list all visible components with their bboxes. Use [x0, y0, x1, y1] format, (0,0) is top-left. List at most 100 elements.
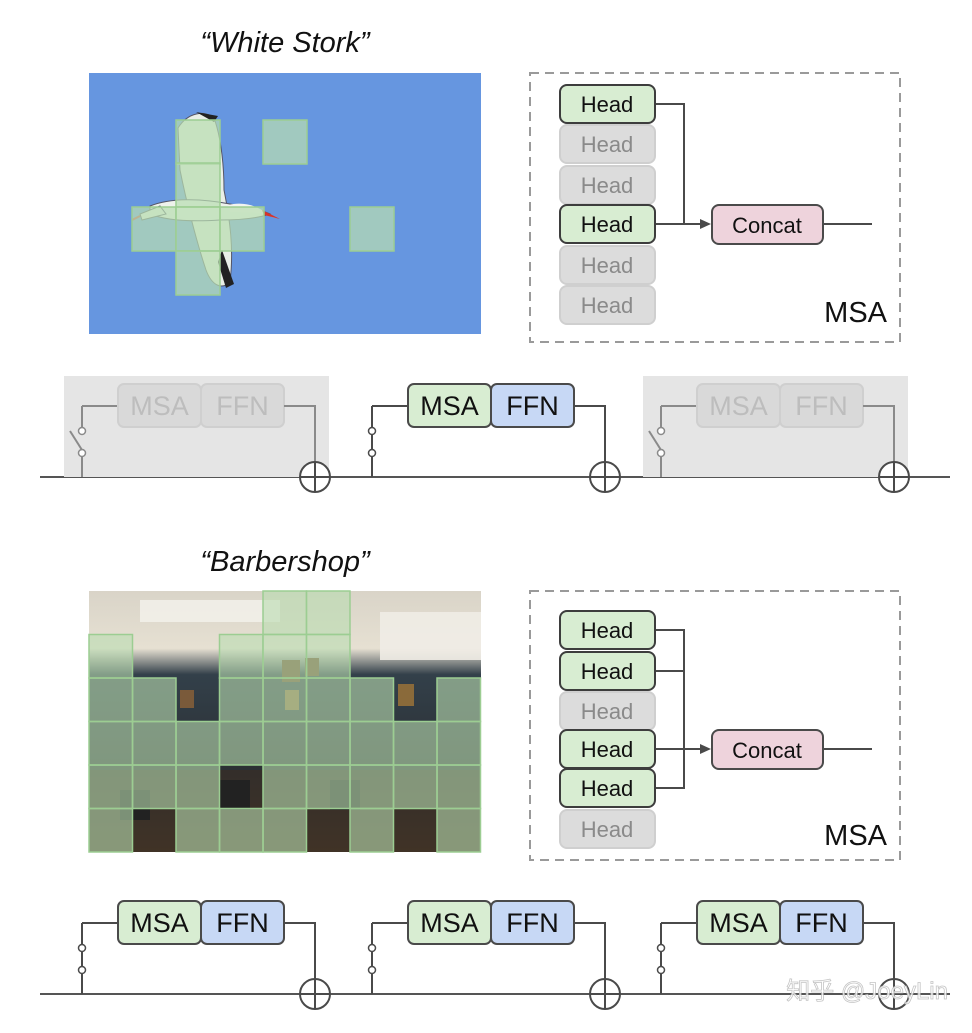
head-label: Head	[581, 737, 634, 762]
head-box: Head	[559, 729, 656, 769]
head-box: Head	[559, 245, 656, 285]
patch	[436, 720, 482, 766]
patch	[175, 720, 221, 766]
head-box: Head	[559, 691, 656, 731]
head-label: Head	[581, 293, 634, 318]
switch-contact	[77, 426, 87, 436]
transformer-block: MSA FFN	[643, 376, 910, 493]
transformer-block: MSA FFN	[367, 383, 621, 493]
switch-contact	[656, 943, 666, 953]
patch	[219, 206, 265, 252]
patch	[131, 764, 177, 810]
switch-contact	[367, 448, 377, 458]
transformer-block: MSA FFN	[77, 900, 331, 1010]
patch	[218, 677, 264, 723]
patch	[218, 807, 264, 853]
patch	[392, 764, 438, 810]
attention-patches	[131, 119, 395, 296]
patch	[262, 720, 308, 766]
patch	[349, 764, 395, 810]
patch	[262, 807, 308, 853]
switch-lever-open	[648, 430, 662, 451]
msa-panel-label: MSA	[824, 820, 888, 852]
head-label: Head	[581, 659, 634, 684]
msa-label: MSA	[130, 908, 189, 938]
switch-contact	[367, 965, 377, 975]
head-box: Head	[559, 84, 656, 124]
patch	[131, 720, 177, 766]
concat-label: Concat	[732, 738, 802, 763]
patch	[175, 162, 221, 208]
patch	[262, 119, 308, 165]
switch-contact	[77, 965, 87, 975]
patch	[88, 677, 134, 723]
msa-label: MSA	[709, 908, 768, 938]
patch	[305, 677, 351, 723]
head-connector	[656, 629, 685, 789]
switch-contact	[77, 448, 87, 458]
head-box: Head	[559, 285, 656, 325]
msa-label: MSA	[420, 908, 479, 938]
watermark: 知乎 @JoeyLin	[786, 978, 948, 1005]
patch	[131, 677, 177, 723]
patch	[175, 206, 221, 252]
patch	[436, 764, 482, 810]
caption-barbershop: “Barbershop”	[200, 546, 371, 578]
patch	[88, 720, 134, 766]
patch	[131, 206, 177, 252]
head-box: Head	[559, 768, 656, 808]
patch	[175, 764, 221, 810]
ffn-label: FFN	[216, 391, 268, 421]
caption-white-stork: “White Stork”	[200, 27, 371, 59]
patch	[175, 119, 221, 165]
head-label: Head	[581, 212, 634, 237]
switch-contact	[367, 943, 377, 953]
head-box: Head	[559, 610, 656, 650]
ffn-label: FFN	[216, 908, 268, 938]
head-label: Head	[581, 699, 634, 724]
head-box: Head	[559, 809, 656, 849]
patch	[349, 677, 395, 723]
patch	[218, 633, 264, 679]
switch-contact	[656, 965, 666, 975]
head-box: Head	[559, 165, 656, 205]
head-label: Head	[581, 92, 634, 117]
head-box: Head	[559, 651, 656, 691]
patch	[436, 677, 482, 723]
patch	[349, 807, 395, 853]
switch-lever-open	[69, 430, 83, 451]
head-label: Head	[581, 817, 634, 842]
head-label: Head	[581, 173, 634, 198]
msa-label: MSA	[420, 391, 479, 421]
patch	[262, 764, 308, 810]
ffn-label: FFN	[506, 391, 558, 421]
ffn-label: FFN	[795, 391, 847, 421]
patch	[305, 720, 351, 766]
patch	[262, 677, 308, 723]
patch	[88, 764, 134, 810]
patch	[305, 633, 351, 679]
head-label: Head	[581, 253, 634, 278]
patch	[305, 764, 351, 810]
patch	[349, 206, 395, 252]
arrow-head-icon	[700, 219, 711, 229]
ffn-label: FFN	[795, 908, 847, 938]
head-label: Head	[581, 132, 634, 157]
patch	[175, 250, 221, 296]
switch-contact	[656, 426, 666, 436]
patch	[262, 633, 308, 679]
patch	[436, 807, 482, 853]
msa-label: MSA	[709, 391, 768, 421]
transformer-block: MSA FFN	[656, 900, 910, 1010]
patch	[175, 807, 221, 853]
patch	[88, 633, 134, 679]
head-connector	[656, 103, 708, 225]
msa-panel-label: MSA	[824, 297, 888, 329]
